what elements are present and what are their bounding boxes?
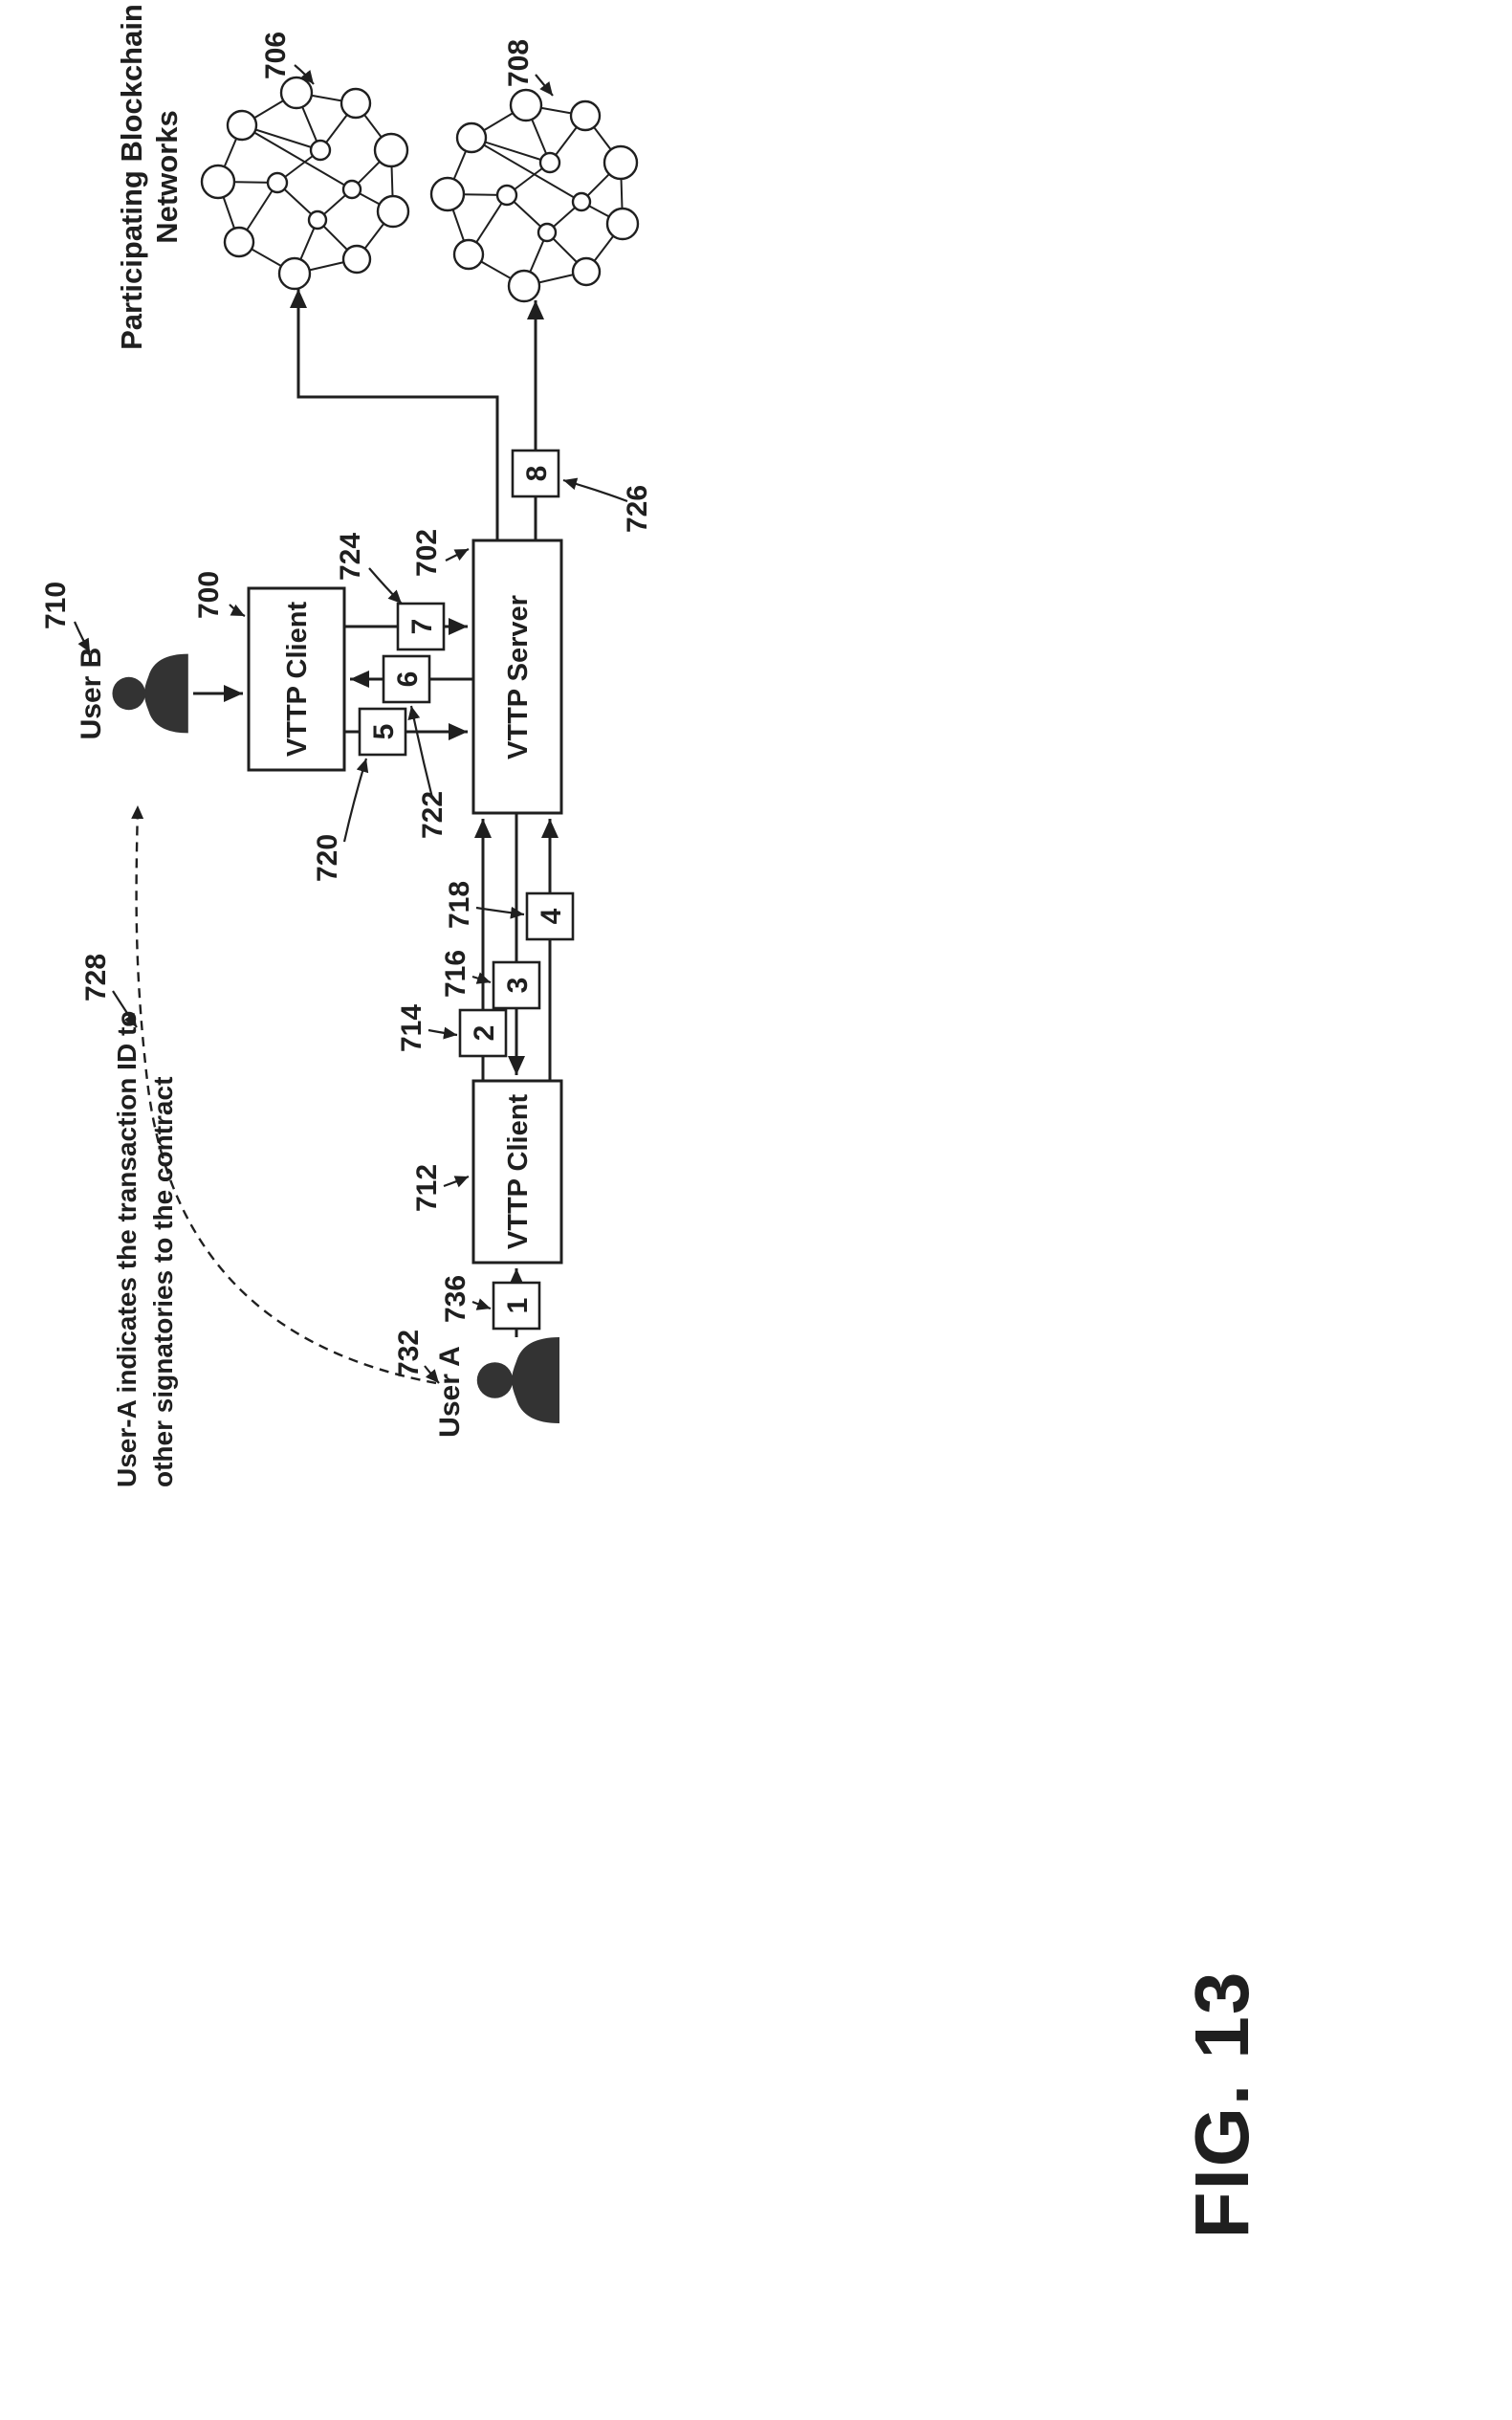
ref-724: 724 — [335, 533, 366, 581]
vttp-client-a-label: VTTP Client — [503, 1094, 534, 1250]
ref-720: 720 — [312, 834, 343, 882]
step-box-4: 4 — [525, 891, 575, 941]
networks-title-line2: Networks — [150, 110, 184, 244]
annotation-line1: User-A indicates the transaction ID to — [112, 1011, 142, 1487]
figure-label: FIG. 13 — [1179, 1970, 1264, 2239]
vttp-client-b-label: VTTP Client — [282, 602, 313, 758]
leader-700 — [229, 604, 246, 617]
leader-712 — [443, 1175, 470, 1188]
ref-714: 714 — [396, 1004, 427, 1052]
blockchain-network-708 — [429, 88, 640, 303]
step-3-label: 3 — [502, 978, 534, 994]
user-b-label: User B — [76, 648, 107, 740]
user-b-icon — [112, 653, 188, 734]
arrow-server-to-network-706 — [290, 289, 499, 540]
leader-718 — [475, 906, 525, 919]
leader-706 — [294, 64, 315, 85]
ref-726: 726 — [622, 485, 653, 533]
ref-722: 722 — [417, 791, 449, 839]
leader-726 — [562, 477, 628, 503]
step-8-label: 8 — [521, 466, 553, 482]
step-box-5: 5 — [358, 707, 407, 757]
ref-710: 710 — [40, 582, 72, 629]
step-box-2: 2 — [458, 1008, 508, 1058]
leader-714 — [427, 1026, 458, 1040]
leader-702 — [445, 548, 470, 561]
step-box-1: 1 — [492, 1281, 541, 1331]
user-a-icon — [476, 1337, 559, 1423]
blockchain-network-706 — [200, 76, 410, 291]
ref-728: 728 — [80, 954, 112, 1001]
leader-708 — [535, 74, 554, 97]
step-6-label: 6 — [392, 671, 424, 688]
step-box-7: 7 — [396, 602, 446, 651]
vttp-server-box — [471, 539, 563, 815]
networks-title-line1: Participating Blockchain — [115, 4, 148, 350]
leader-720 — [342, 758, 369, 843]
ref-700: 700 — [193, 571, 225, 619]
ref-712: 712 — [411, 1164, 443, 1212]
leader-722 — [407, 705, 434, 799]
annotation-line2: other signatories to the contract — [148, 1077, 178, 1487]
leader-728 — [112, 990, 138, 1028]
leader-716 — [471, 972, 492, 984]
vttp-client-b-box — [247, 586, 346, 772]
step-1-label: 1 — [502, 1298, 534, 1314]
step-2-label: 2 — [469, 1025, 500, 1042]
ref-708: 708 — [503, 39, 535, 87]
ref-716: 716 — [440, 950, 471, 998]
vttp-server-label: VTTP Server — [503, 595, 534, 759]
step-5-label: 5 — [368, 724, 400, 740]
user-a-label: User A — [434, 1346, 466, 1438]
step-7-label: 7 — [406, 619, 438, 635]
step-4-label: 4 — [536, 908, 567, 924]
leader-732 — [424, 1365, 440, 1384]
ref-702: 702 — [411, 529, 443, 577]
step-box-8: 8 — [511, 449, 560, 498]
ref-706: 706 — [260, 32, 292, 79]
step-box-6: 6 — [382, 654, 431, 704]
leader-736 — [471, 1298, 492, 1310]
ref-718: 718 — [444, 881, 475, 929]
ref-736: 736 — [440, 1275, 471, 1323]
ref-732: 732 — [393, 1330, 425, 1377]
step-box-3: 3 — [492, 960, 541, 1010]
leader-724 — [368, 567, 403, 605]
vttp-client-a-box — [471, 1079, 563, 1265]
leader-710 — [73, 621, 91, 653]
dashed-arrow-usera-to-userb — [131, 804, 437, 1385]
